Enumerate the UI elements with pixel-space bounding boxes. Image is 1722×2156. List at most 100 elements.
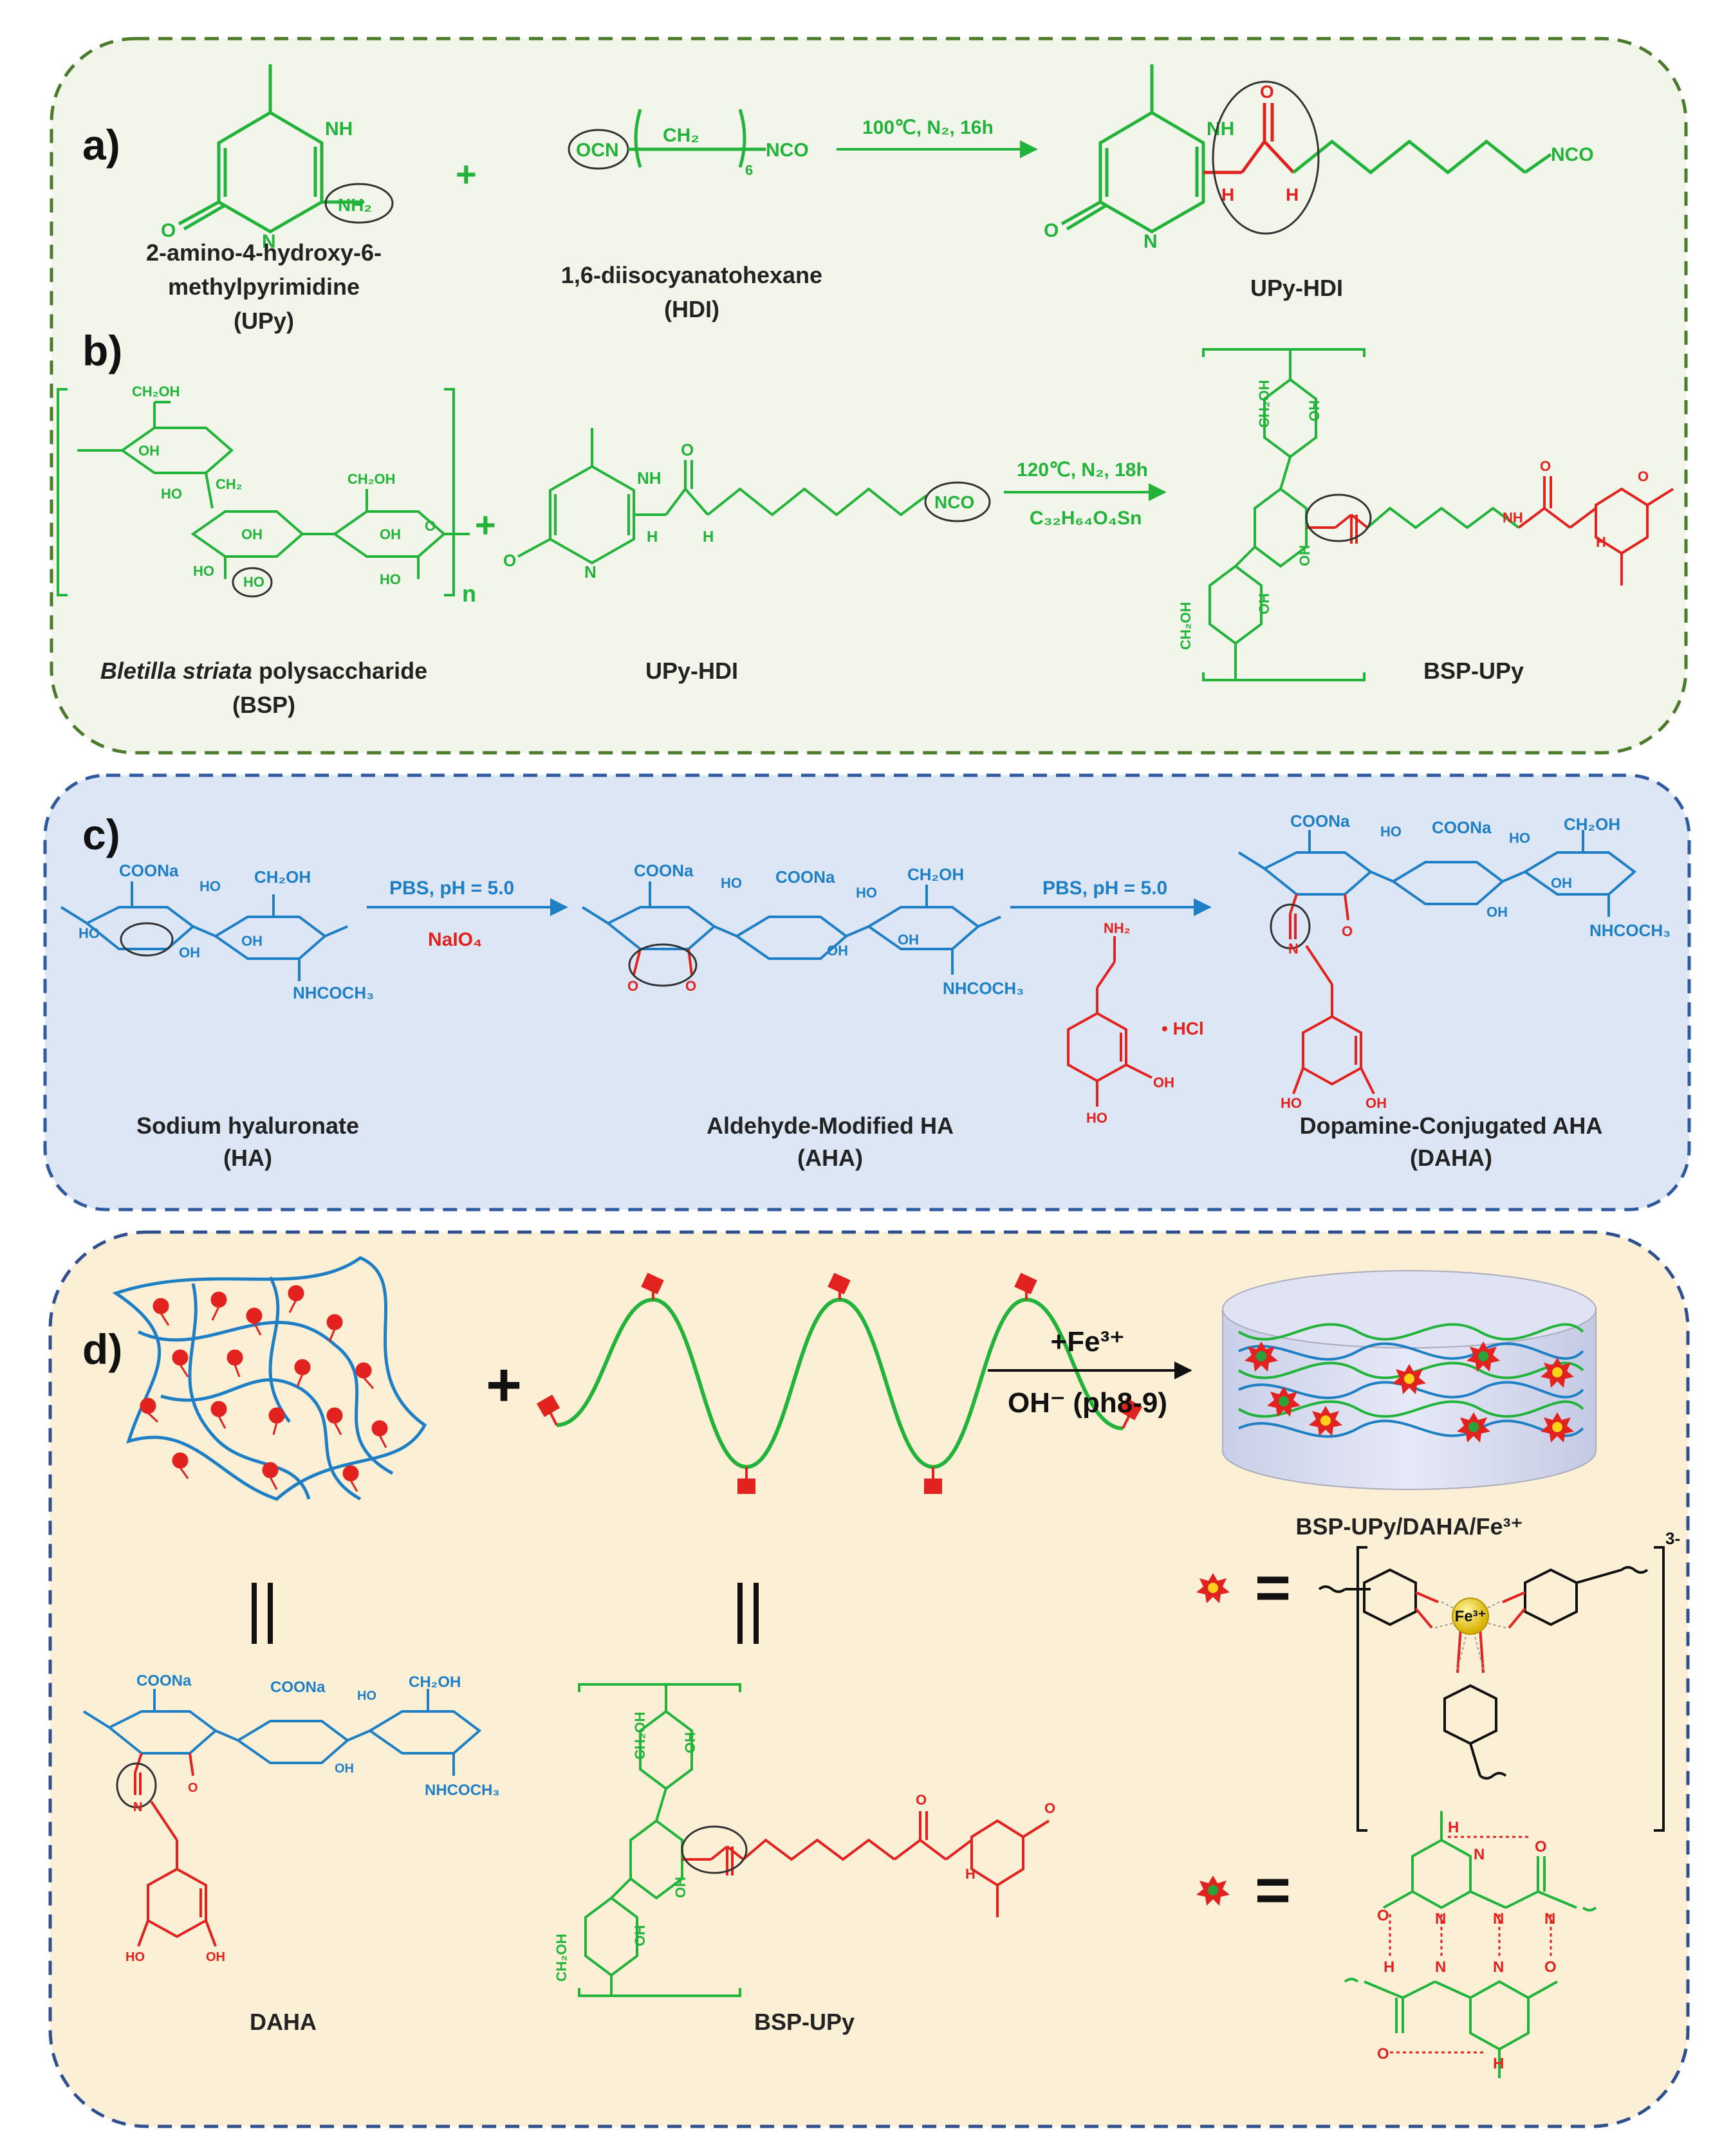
daha-ho2: HO <box>1509 830 1530 846</box>
bsp-upy-d-o-urea: O <box>916 1792 927 1808</box>
upy-hdi-nco-label: NCO <box>1551 144 1594 165</box>
bsp-upy-name: BSP-UPy <box>1423 658 1524 684</box>
daha-coona-1: COONa <box>1290 811 1350 831</box>
upy-dimer-n3: N <box>1493 1910 1504 1928</box>
bsp-upy-structure-d <box>578 1683 1050 1997</box>
ha-structure <box>60 881 348 981</box>
upy-dimer-n6: N <box>1493 1958 1504 1976</box>
panel-d-condition-bottom: OH⁻ (ph8-9) <box>1008 1387 1167 1419</box>
bsp-upy-equivalence-bars <box>737 1583 759 1644</box>
ha-name-line2: (HA) <box>223 1145 272 1171</box>
upy-hdi-urea-highlight <box>1212 80 1320 235</box>
upy-hdi-n-label: N <box>1143 231 1158 252</box>
upy-structure <box>178 64 364 234</box>
upy-hdi-r-n: N <box>584 562 597 582</box>
upy-dimer-o2: O <box>1377 1907 1389 1924</box>
bsp-name-italic: Bletilla striata <box>100 658 252 684</box>
legend-fe-crosslink-icon <box>1196 1573 1230 1603</box>
upy-hdi-name: UPy-HDI <box>1250 275 1343 301</box>
dopamine-hcl: • HCl <box>1162 1018 1204 1038</box>
aha-o-2: O <box>685 978 696 994</box>
bsp-abbrev: (BSP) <box>232 692 295 718</box>
bsp-upy-d-ch2oh2: CH₂OH <box>553 1933 569 1982</box>
daha-imine-highlight <box>1270 903 1311 950</box>
bsp-upy-d-ch2oh: CH₂OH <box>632 1711 648 1760</box>
legend-fe-equals: = <box>1255 1553 1291 1622</box>
upy-nh2-label: NH₂ <box>338 195 372 215</box>
upy-hdi-r-h2: H <box>703 528 714 546</box>
fe-ion-sphere <box>1452 1598 1489 1635</box>
upy-hdi-h1: H <box>1221 185 1234 205</box>
hydrogel-fe-crosslinks <box>1309 1358 1574 1442</box>
upy-hdi-structure <box>1060 64 1552 234</box>
aha-coona-1: COONa <box>634 861 694 880</box>
daha-d-coona-1: COONa <box>136 1672 192 1690</box>
dopamine-oh: OH <box>1153 1074 1174 1091</box>
bsp-oh-2: OH <box>241 526 263 542</box>
upy-dimer-n5: N <box>1435 1958 1446 1976</box>
daha-structure-d <box>82 1689 482 1947</box>
bsp-ho-3: HO <box>243 574 264 590</box>
legend-upy-crosslink-icon <box>1196 1875 1230 1906</box>
bsp-ho-2: HO <box>193 563 214 579</box>
hydrogel-name: BSP-UPy/DAHA/Fe³⁺ <box>1295 1513 1523 1540</box>
panel-ab-frame <box>50 37 1688 755</box>
daha-oh2: OH <box>1551 875 1572 891</box>
daha-d-coona-2: COONa <box>270 1679 326 1696</box>
fe-complex-charge: 3- <box>1665 1529 1680 1548</box>
aha-ho: HO <box>721 875 742 891</box>
aha-name-line2: (AHA) <box>797 1145 863 1171</box>
panel-d-condition-top: +Fe³⁺ <box>1051 1326 1125 1358</box>
upy-dimer-h3: H <box>1493 2055 1504 2072</box>
bsp-upy-upy-markers <box>536 1273 1143 1494</box>
daha-nhcoch3: NHCOCH₃ <box>1589 921 1671 940</box>
daha-d-ch2oh: CH₂OH <box>409 1673 461 1691</box>
ha-coona: COONa <box>119 861 179 880</box>
bsp-upy-b-ch2oh2: CH₂OH <box>1178 602 1194 650</box>
panel-b-condition2: C₃₂H₆₄O₄Sn <box>1030 508 1142 529</box>
ha-name-line1: Sodium hyaluronate <box>136 1112 359 1139</box>
upy-dimer-n1: N <box>1474 1846 1485 1863</box>
upy-dimer-n4: N <box>1544 1910 1555 1928</box>
bsp-ho-1: HO <box>161 486 182 502</box>
bsp-upy-d-h: H <box>965 1866 976 1882</box>
aha-coona-2: COONa <box>775 867 835 887</box>
upy-dimer-n2: N <box>1435 1910 1446 1928</box>
daha-n: N <box>1288 941 1299 957</box>
panel-c-condition1-bottom: NaIO₄ <box>428 929 482 950</box>
upy-hdi-r-h1: H <box>647 528 658 546</box>
hdi-ch2-label: CH₂ <box>663 125 699 146</box>
panel-b-condition1: 120℃, N₂, 18h <box>1017 459 1148 481</box>
upy-name-line2: methylpyrimidine <box>168 273 360 300</box>
ha-diol-highlight <box>120 922 174 957</box>
bsp-upy-carbamate-highlight <box>1305 493 1372 542</box>
upy-n-label: N <box>262 231 276 252</box>
bsp-name-rest: polysaccharide <box>252 658 427 684</box>
upy-o-label: O <box>161 220 176 241</box>
daha-oh: OH <box>1486 904 1508 920</box>
upy-hdi-r-nh: NH <box>637 468 662 488</box>
bsp-upy-structure-b <box>1202 348 1674 681</box>
bsp-upy-b-oh3: OH <box>1297 545 1313 566</box>
bsp-oh-1: OH <box>138 443 160 459</box>
aha-name-line1: Aldehyde-Modified HA <box>707 1112 954 1139</box>
upy-dimer-o3: O <box>1544 1958 1557 1976</box>
bsp-ch2-1: CH₂ <box>216 476 243 492</box>
upy-nh2-highlight <box>324 183 394 224</box>
panel-d-letter: d) <box>82 1325 122 1373</box>
bsp-upy-d-oh3: OH <box>672 1877 689 1898</box>
panel-c-letter: c) <box>82 811 120 858</box>
hydrogel-cylinder <box>1222 1270 1597 1490</box>
upy-hdi-reactant-name: UPy-HDI <box>645 658 738 684</box>
daha-catechol-oh: OH <box>1366 1095 1387 1111</box>
daha-o: O <box>1342 923 1353 939</box>
bsp-structure <box>57 388 470 596</box>
hydrogel-upy-crosslinks <box>1245 1341 1500 1442</box>
upy-dimer-h1: H <box>1448 1819 1459 1836</box>
panel-c-condition1-top: PBS, pH = 5.0 <box>389 878 514 899</box>
panel-c-frame <box>43 773 1691 1212</box>
hdi-name-line1: 1,6-diisocyanatohexane <box>561 262 822 288</box>
bsp-ch2oh-1: CH₂OH <box>132 383 180 400</box>
upy-hdi-o-label: O <box>1044 220 1059 241</box>
